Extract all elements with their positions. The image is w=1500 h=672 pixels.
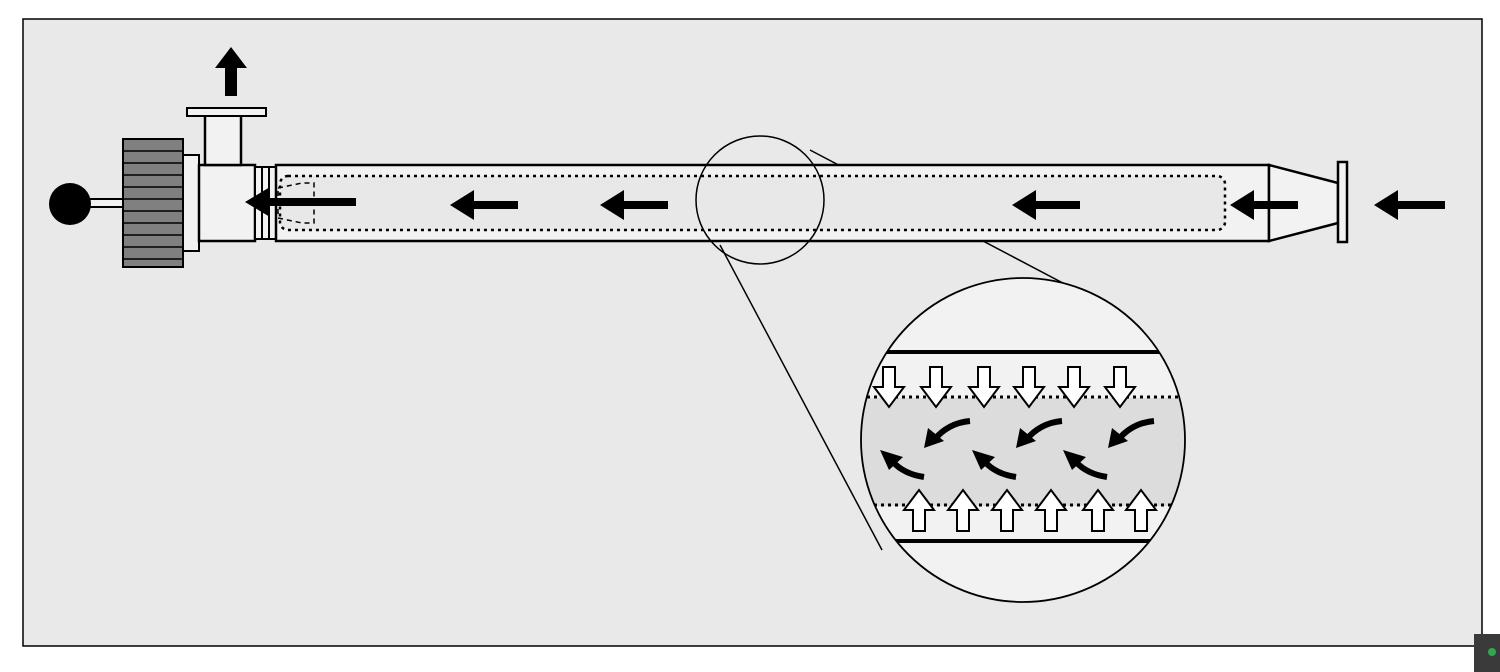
up-arrow-icon xyxy=(1081,488,1115,532)
flow-arrow-icon xyxy=(1012,190,1080,220)
flow-arrow-icon xyxy=(600,190,668,220)
up-arrow-icon xyxy=(902,488,936,532)
outlet-arrow-icon xyxy=(215,47,247,96)
curved-arrow-icon xyxy=(972,450,1017,480)
detail-inset xyxy=(860,277,1186,603)
up-arrow-icon xyxy=(990,488,1024,532)
inset-up-arrows xyxy=(902,488,1158,532)
curved-arrow-icon xyxy=(1108,418,1155,448)
curved-arrow-icon xyxy=(880,450,925,480)
up-arrow-icon xyxy=(946,488,980,532)
flow-arrow-icon xyxy=(1374,190,1445,220)
handle-ball xyxy=(49,183,91,225)
filter-element xyxy=(278,174,1227,232)
flow-arrow-icon xyxy=(245,187,356,217)
flow-arrow-icon xyxy=(1230,190,1298,220)
down-arrow-icon xyxy=(1057,366,1091,409)
tube-body xyxy=(274,163,1271,243)
inset-swirl-arrows xyxy=(880,418,1155,480)
down-arrow-icon xyxy=(967,366,1001,409)
inset-down-arrows xyxy=(872,366,1137,409)
threaded-knob xyxy=(122,138,184,268)
status-icon xyxy=(1488,648,1496,656)
magnifier-circle xyxy=(695,135,825,265)
up-arrow-icon xyxy=(1034,488,1068,532)
inlet-flange xyxy=(1336,160,1349,244)
inlet-cone xyxy=(1267,160,1349,244)
flow-arrow-icon xyxy=(450,190,518,220)
diagram-panel xyxy=(22,18,1483,647)
flow-arrows xyxy=(245,187,1445,220)
down-arrow-icon xyxy=(1012,366,1046,409)
down-arrow-icon xyxy=(919,366,953,409)
status-widget[interactable] xyxy=(1474,634,1500,672)
curved-arrow-icon xyxy=(924,418,971,448)
curved-arrow-icon xyxy=(1063,450,1108,480)
down-arrow-icon xyxy=(872,366,906,409)
outlet-port xyxy=(186,107,267,167)
up-arrow-icon xyxy=(1124,488,1158,532)
curved-arrow-icon xyxy=(1016,418,1063,448)
down-arrow-icon xyxy=(1103,366,1137,409)
